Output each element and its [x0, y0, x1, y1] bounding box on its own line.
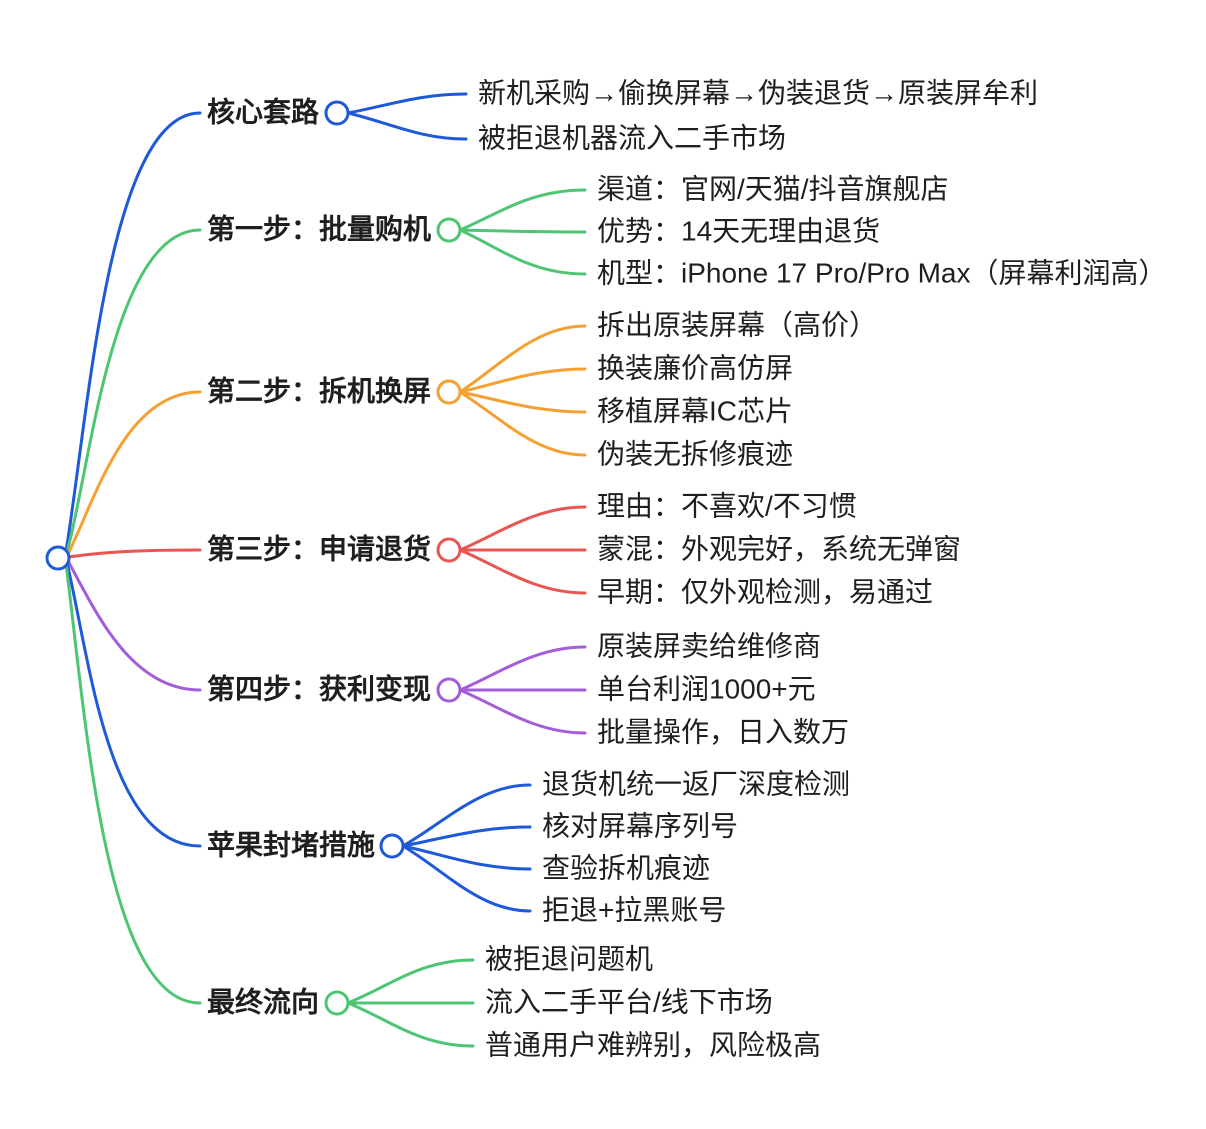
root-connector-5 — [66, 559, 202, 692]
child-label-b3-c2[interactable]: 换装廉价高仿屏 — [597, 352, 794, 384]
branch-label-step1[interactable]: 第一步：批量购机 — [207, 213, 432, 245]
connector-b6-c1 — [401, 783, 532, 848]
connector-b3-c2 — [458, 367, 587, 394]
child-label-b2-c3[interactable]: 机型：iPhone 17 Pro/Pro Max（屏幕利润高） — [597, 257, 1167, 289]
connector-b1-c2 — [346, 111, 468, 141]
child-label-b5-c3[interactable]: 批量操作，日入数万 — [597, 716, 850, 748]
branch-label-step2[interactable]: 第二步：拆机换屏 — [207, 375, 432, 407]
child-label-b4-c1[interactable]: 理由：不喜欢/不习惯 — [597, 490, 857, 522]
connector-b2-c1 — [458, 188, 587, 232]
root-connector-6 — [65, 561, 202, 848]
child-label-b2-c1[interactable]: 渠道：官网/天猫/抖音旗舰店 — [597, 173, 949, 205]
child-label-b1-c2[interactable]: 被拒退机器流入二手市场 — [478, 122, 787, 154]
node-toggle-b4[interactable] — [436, 537, 462, 563]
child-label-b6-c3[interactable]: 查验拆机痕迹 — [542, 852, 711, 884]
child-label-b3-c3[interactable]: 移植屏幕IC芯片 — [597, 395, 794, 427]
child-label-b4-c2[interactable]: 蒙混：外观完好，系统无弹窗 — [597, 533, 962, 565]
node-toggle-b3[interactable] — [436, 379, 462, 405]
connector-b7-c3 — [346, 1001, 475, 1048]
root-connector-3 — [66, 390, 202, 556]
node-toggle-b5[interactable] — [436, 677, 462, 703]
child-label-b2-c2[interactable]: 优势：14天无理由退货 — [597, 215, 881, 247]
child-label-b3-c4[interactable]: 伪装无拆修痕迹 — [597, 438, 794, 470]
branch-label-step3[interactable]: 第三步：申请退货 — [207, 533, 432, 565]
branch-label-core-scheme[interactable]: 核心套路 — [207, 96, 320, 128]
root-connector-7 — [64, 562, 202, 1005]
child-label-b6-c4[interactable]: 拒退+拉黑账号 — [542, 894, 727, 926]
connector-b5-c3 — [458, 688, 587, 735]
root-connector-4 — [67, 548, 202, 559]
child-label-b6-c2[interactable]: 核对屏幕序列号 — [542, 810, 739, 842]
node-toggle-b1[interactable] — [324, 100, 350, 126]
connector-b6-c4 — [401, 844, 532, 913]
connector-b3-c4 — [458, 390, 587, 457]
branch-label-step4[interactable]: 第四步：获利变现 — [207, 673, 432, 705]
connector-b7-c1 — [346, 958, 475, 1005]
connector-b4-c3 — [458, 548, 587, 595]
child-label-b7-c3[interactable]: 普通用户难辨别，风险极高 — [485, 1029, 822, 1061]
child-label-b4-c3[interactable]: 早期：仅外观检测，易通过 — [597, 576, 934, 608]
root-connector-1 — [64, 111, 202, 553]
connector-b6-c3 — [401, 844, 532, 871]
connector-b6-c2 — [401, 825, 532, 848]
child-label-b1-c1[interactable]: 新机采购→偷换屏幕→伪装退货→原装屏牟利 — [478, 77, 1039, 109]
child-label-b5-c1[interactable]: 原装屏卖给维修商 — [597, 630, 822, 662]
node-toggle-b2[interactable] — [436, 217, 462, 243]
node-toggle-b7[interactable] — [324, 990, 350, 1016]
root-connector-2 — [65, 228, 202, 554]
connector-b5-c1 — [458, 645, 587, 692]
connector-b4-c1 — [458, 505, 587, 552]
child-label-b7-c2[interactable]: 流入二手平台/线下市场 — [485, 986, 773, 1018]
node-toggle-b6[interactable] — [379, 833, 405, 859]
child-label-b5-c2[interactable]: 单台利润1000+元 — [597, 673, 816, 705]
connector-b3-c1 — [458, 324, 587, 394]
branch-label-final-flow[interactable]: 最终流向 — [207, 986, 320, 1018]
root-node[interactable] — [45, 545, 71, 571]
connector-b2-c3 — [458, 228, 587, 276]
child-label-b7-c1[interactable]: 被拒退问题机 — [485, 943, 654, 975]
child-label-b6-c1[interactable]: 退货机统一返厂深度检测 — [542, 768, 851, 800]
connector-b3-c3 — [458, 390, 587, 414]
branch-label-apple-measures[interactable]: 苹果封堵措施 — [207, 829, 376, 861]
connector-b2-c2 — [458, 228, 587, 234]
child-label-b3-c1[interactable]: 拆出原装屏幕（高价） — [597, 309, 878, 341]
connector-b1-c1 — [346, 92, 468, 115]
